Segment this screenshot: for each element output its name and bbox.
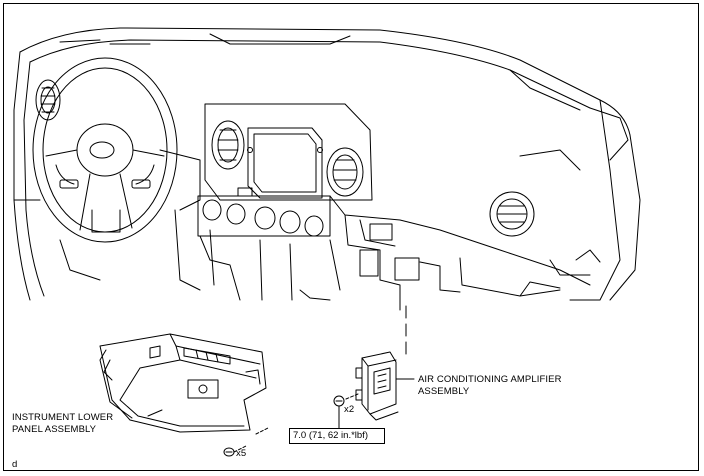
dashboard-top-outline — [19, 27, 631, 161]
display-screen — [247, 127, 323, 199]
amplifier-screw-leader — [345, 393, 359, 400]
instrument-lower-panel-label: INSTRUMENT LOWER PANEL ASSEMBLY — [12, 412, 113, 436]
air-conditioning-amplifier-drawing — [355, 351, 399, 421]
steering-wheel — [32, 57, 178, 243]
torque-spec-box: 7.0 (71, 62 in.*lbf) — [289, 428, 385, 444]
climate-control-knobs — [197, 187, 331, 237]
right-dash-end — [519, 99, 641, 301]
panel-screw — [223, 445, 247, 457]
figure-code: d — [12, 459, 18, 470]
center-stack — [204, 103, 373, 201]
right-air-vent — [489, 191, 535, 237]
panel-screw-leader — [255, 427, 269, 435]
amplifier-screw — [333, 395, 345, 429]
amplifier-screw-count: x2 — [344, 404, 355, 415]
panel-label-leader — [147, 409, 163, 417]
steering-column — [59, 149, 215, 291]
air-conditioning-amplifier-label: AIR CONDITIONING AMPLIFIER ASSEMBLY — [418, 374, 562, 398]
air-conditioning-amplifier-label-line2: ASSEMBLY — [418, 386, 470, 397]
left-air-vent — [35, 79, 61, 121]
instrument-lower-panel-label-line2: PANEL ASSEMBLY — [12, 424, 97, 435]
instrument-lower-panel-label-line1: INSTRUMENT LOWER — [12, 412, 114, 423]
instrument-lower-panel-drawing — [99, 333, 267, 433]
diagram-frame — [3, 3, 699, 471]
lower-dash-structure — [199, 195, 591, 311]
left-door-panel — [13, 51, 45, 301]
panel-screw-count: x5 — [236, 448, 247, 459]
air-conditioning-amplifier-label-line1: AIR CONDITIONING AMPLIFIER — [418, 374, 562, 385]
